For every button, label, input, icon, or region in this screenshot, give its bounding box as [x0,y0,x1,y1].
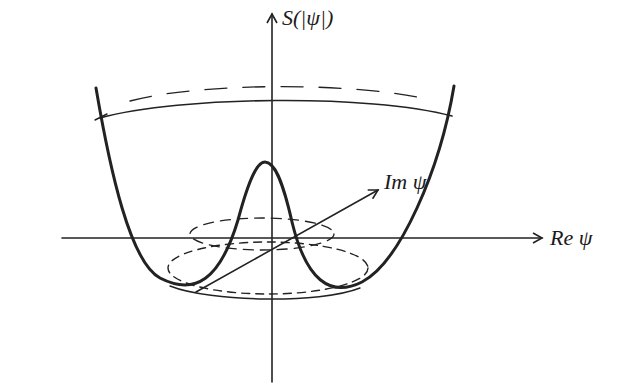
axis-label: S(|ψ|) [282,6,333,30]
axis-label: Re ψ [550,226,592,250]
potential-curve [96,86,454,288]
vertical-axis [271,14,273,382]
rim-front [100,100,452,118]
inner-circle [190,218,334,250]
bowl-bottom [170,286,360,299]
axis-label: Im ψ [384,170,426,194]
rim-back [130,87,430,101]
rim-tick [95,114,107,120]
